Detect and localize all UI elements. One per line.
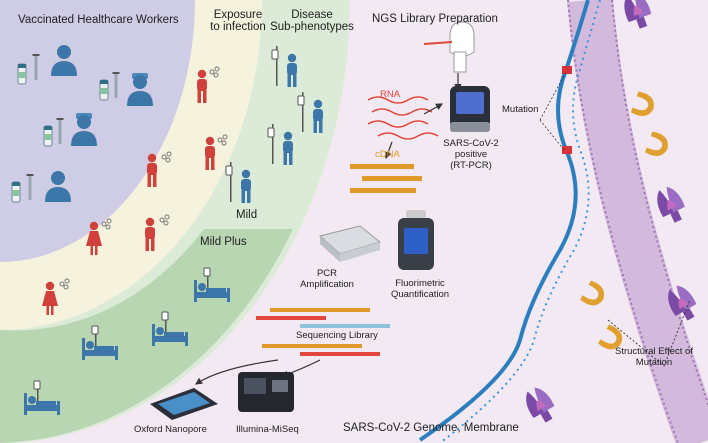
pcr-line2: Amplification (300, 279, 354, 290)
structural-line1: Structural Effect of (615, 346, 693, 357)
exposure-title-line2: to infection (210, 21, 266, 33)
mild-plus-label: Mild Plus (200, 236, 247, 248)
illumina-label: Illumina-MiSeq (236, 424, 299, 435)
positive-line1: SARS-CoV-2 (443, 138, 499, 149)
oxford-label: Oxford Nanopore (134, 424, 207, 435)
pcr-label: PCR Amplification (292, 268, 362, 290)
disease-title-line2: Sub-phenotypes (270, 21, 354, 33)
seq-library-label: Sequencing Library (296, 330, 378, 341)
mutation-label: Mutation (502, 104, 539, 115)
positive-line3: (RT-PCR) (450, 160, 492, 171)
pcr-line1: PCR (316, 268, 338, 279)
rna-label: RNA (380, 89, 401, 100)
fluoro-label: Fluorimetric Quantification (382, 278, 458, 300)
structural-effect-label: Structural Effect of Mutation (604, 346, 704, 368)
ngs-title: NGS Library Preparation (372, 13, 498, 25)
genome-membrane-label: SARS-CoV-2 Genome, Membrane (343, 422, 519, 434)
positive-label: SARS-CoV-2 positive (RT-PCR) (436, 138, 506, 171)
exposure-title: Exposure to infection (198, 9, 278, 33)
disease-title-line1: Disease (291, 9, 333, 21)
structural-line2: Mutation (635, 357, 673, 368)
cdna-label: cDNA (375, 149, 400, 160)
fluoro-line1: Fluorimetric (395, 278, 445, 289)
vaccinated-title: Vaccinated Healthcare Workers (18, 14, 179, 26)
mild-label: Mild (236, 209, 258, 221)
exposure-title-line1: Exposure (213, 9, 263, 21)
disease-title: Disease Sub-phenotypes (262, 9, 362, 33)
fluoro-line2: Quantification (390, 289, 450, 300)
positive-line2: positive (454, 149, 488, 160)
